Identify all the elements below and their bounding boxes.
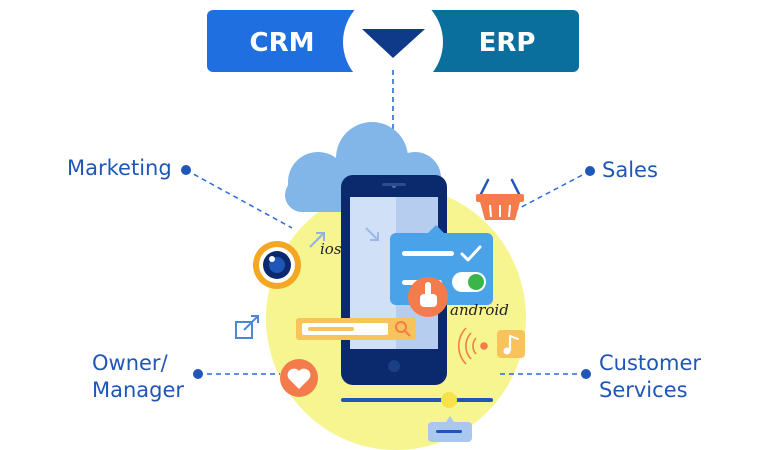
arrow-diagonal-icon: [309, 232, 325, 248]
customer-label-line2: Services: [599, 378, 688, 402]
ios-label: ios: [320, 240, 342, 258]
marketing-label: Marketing: [67, 156, 172, 180]
home-button: [388, 360, 400, 372]
crm-erp-toggle[interactable]: CRM ERP: [207, 0, 579, 92]
sales-label: Sales: [602, 158, 658, 182]
customer-dot: [581, 369, 591, 379]
sales-dot: [585, 166, 595, 176]
marketing-dot: [181, 165, 191, 175]
connector-marketing: [185, 169, 293, 229]
search-bar: [296, 318, 416, 340]
owner-label-line2: Manager: [92, 378, 184, 402]
android-label: android: [450, 301, 509, 319]
owner-label-line1: Owner/: [92, 351, 169, 375]
camera-lens-icon: [253, 241, 301, 289]
crm-label: CRM: [250, 28, 315, 58]
slider-knob[interactable]: [441, 392, 457, 408]
progress-slider[interactable]: [341, 392, 493, 408]
shopping-basket-icon: [476, 178, 524, 220]
connector-sales: [511, 170, 591, 213]
chevron-down-icon: [362, 29, 425, 58]
arrow-diagonal-icon: [365, 227, 379, 241]
customer-label-line1: Customer: [599, 351, 701, 375]
pointer-hand-icon: [408, 277, 448, 317]
music-note-icon: [497, 330, 525, 358]
heart-icon: [280, 359, 318, 397]
sound-waves-icon: [457, 327, 488, 365]
chat-bubble: [428, 416, 472, 442]
erp-label: ERP: [479, 28, 536, 58]
owner-dot: [193, 369, 203, 379]
search-icon: [395, 321, 411, 337]
checkmark-icon: [460, 245, 482, 262]
external-link-icon: [235, 315, 259, 339]
